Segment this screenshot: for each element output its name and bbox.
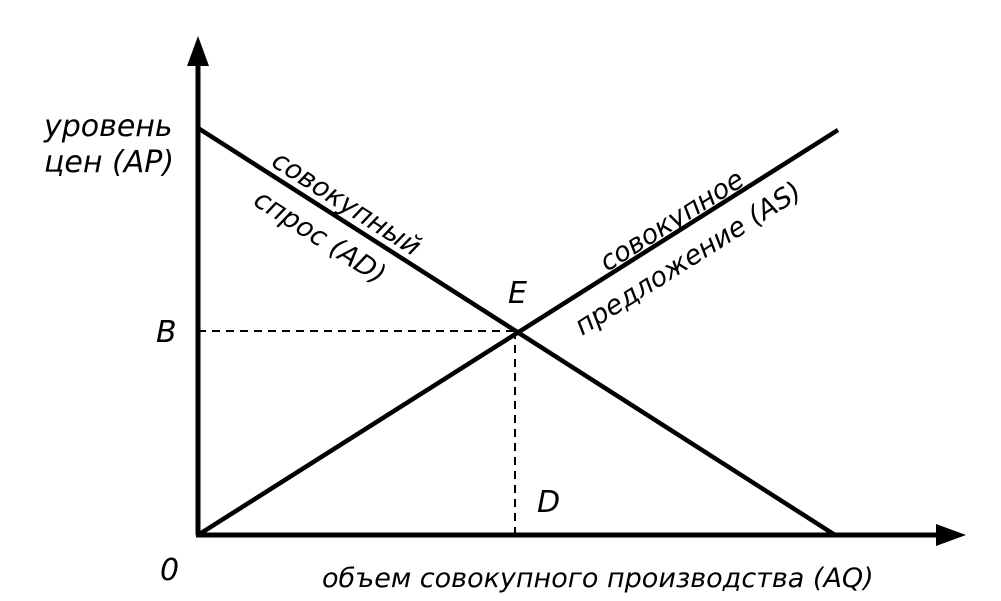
y-axis-arrowhead bbox=[187, 36, 209, 66]
price-point-label: B bbox=[156, 315, 177, 350]
supply-curve bbox=[196, 128, 840, 537]
y-axis-label-line1: уровень bbox=[43, 109, 173, 144]
x-axis-arrowhead bbox=[936, 524, 966, 546]
origin-label: 0 bbox=[160, 553, 179, 588]
x-axis-label: объем совокупного производства (AQ) bbox=[322, 563, 874, 594]
equilibrium-label: E bbox=[508, 276, 527, 311]
quantity-point-label: D bbox=[537, 485, 560, 520]
y-axis-label-line2: цен (AP) bbox=[44, 145, 174, 180]
